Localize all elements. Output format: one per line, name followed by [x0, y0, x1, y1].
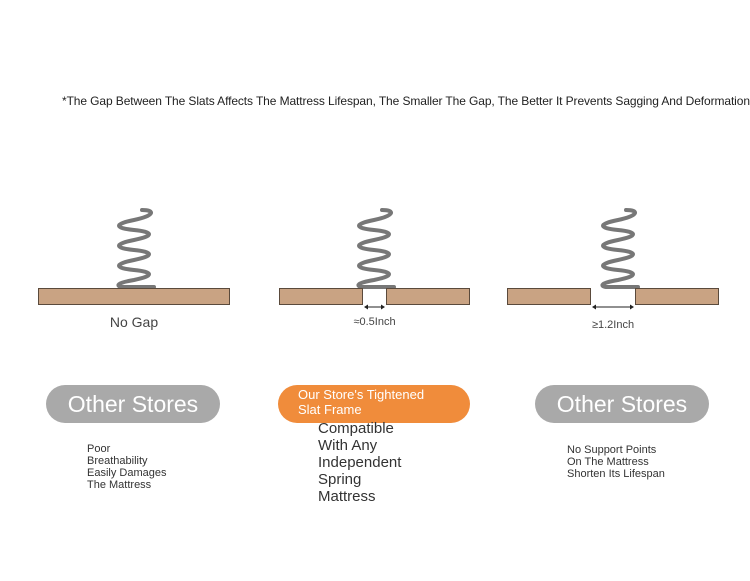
slat-bar: [386, 288, 470, 305]
gap-arrow-icon: [363, 298, 386, 310]
our-store-badge: Our Store's Tightened Slat Frame: [278, 385, 470, 423]
spring-icon: [112, 208, 158, 295]
other-stores-badge: Other Stores: [46, 385, 220, 423]
spring-icon: [352, 208, 398, 295]
gap-caption: ≈0.5Inch: [353, 316, 396, 328]
slat-bar: [38, 288, 230, 305]
panel-note: Poor Breathability Easily Damages The Ma…: [87, 443, 167, 491]
slat-bar: [635, 288, 719, 305]
gap-caption: ≥1.2Inch: [591, 319, 635, 331]
spring-icon: [596, 208, 642, 295]
panel-note: Compatible With Any Independent Spring M…: [318, 420, 402, 505]
other-stores-badge: Other Stores: [535, 385, 709, 423]
gap-arrow-icon: [591, 298, 635, 310]
slat-bar: [507, 288, 591, 305]
gap-caption: No Gap: [109, 314, 159, 330]
headline: *The Gap Between The Slats Affects The M…: [62, 94, 750, 108]
slat-bar: [279, 288, 363, 305]
panel-note: No Support Points On The Mattress Shorte…: [567, 444, 665, 480]
